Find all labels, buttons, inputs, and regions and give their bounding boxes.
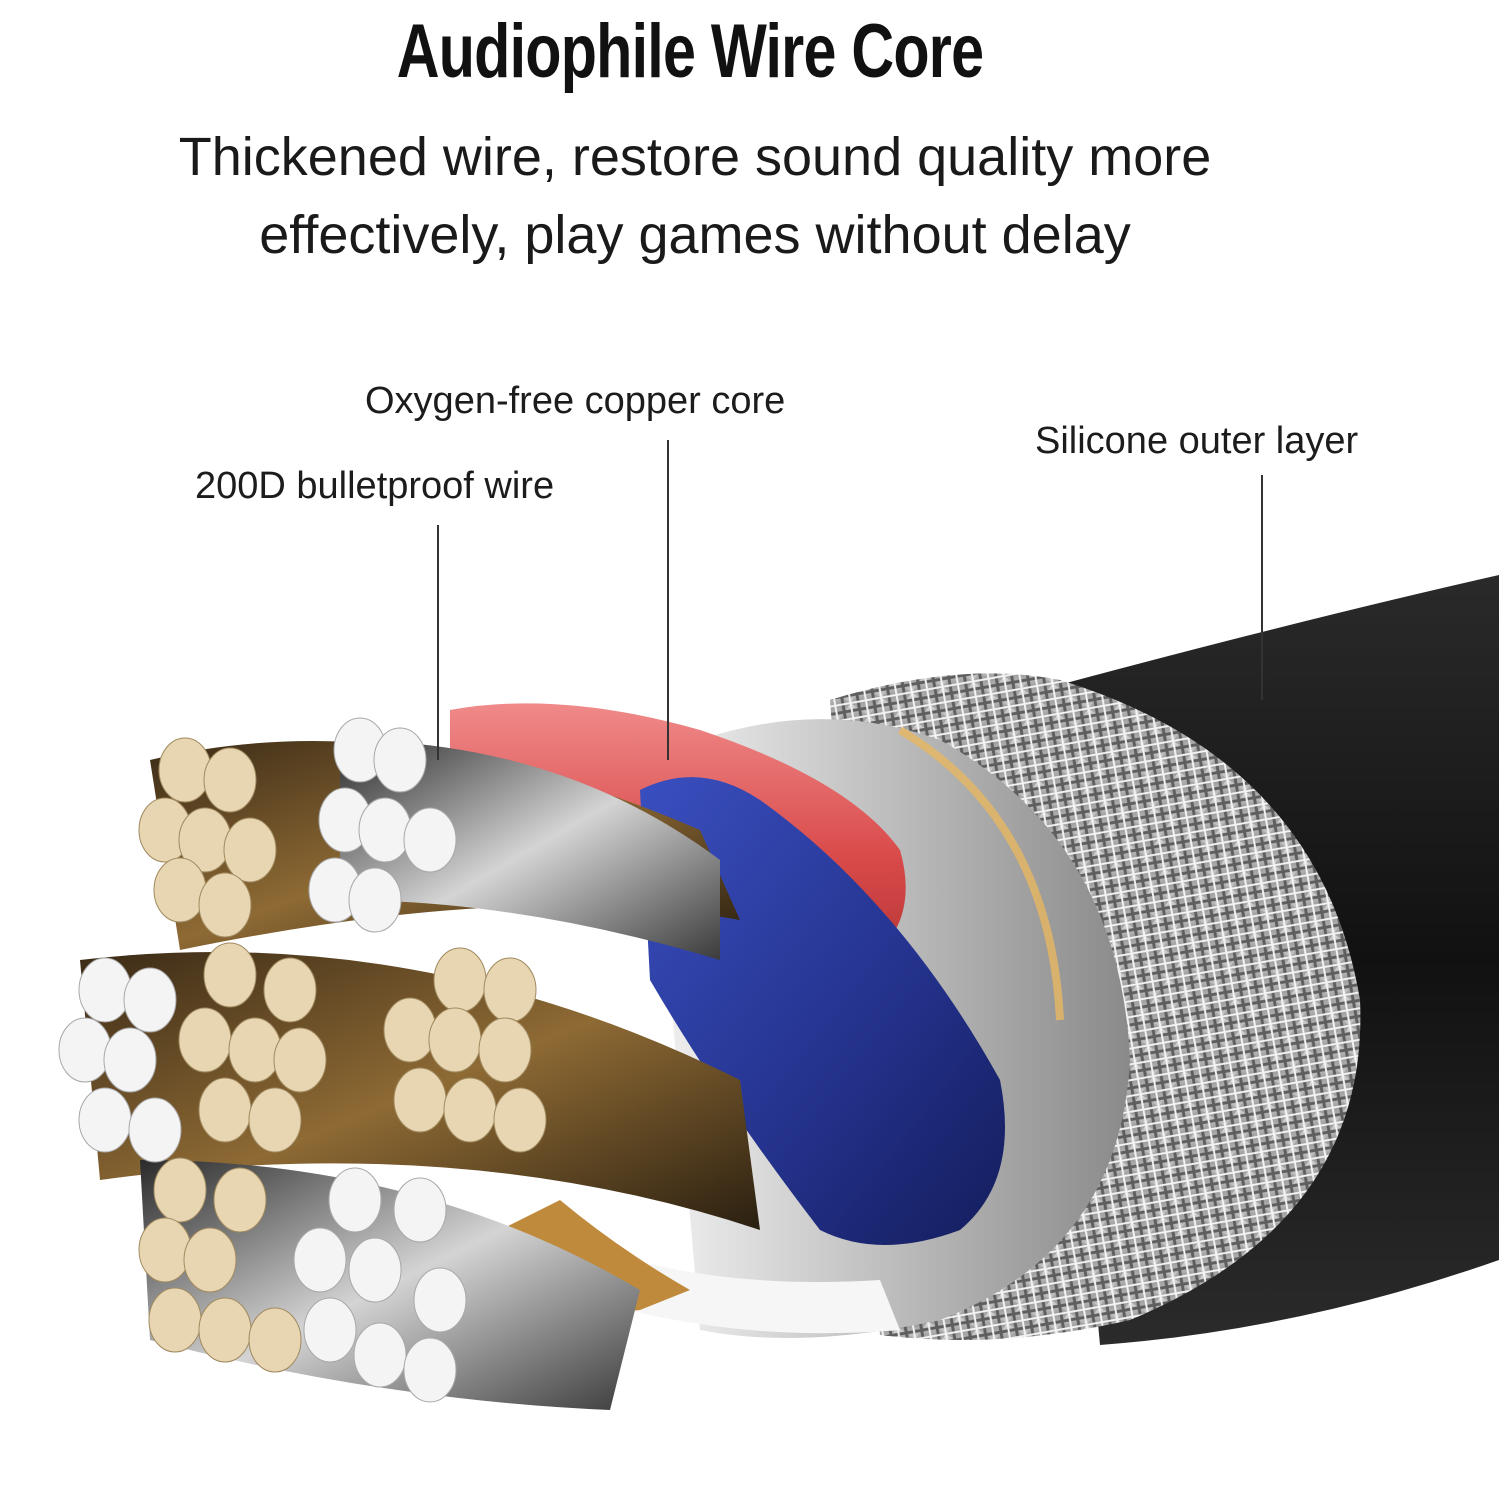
gold-strand-tips [138, 737, 547, 1373]
page-title: Audiophile Wire Core [396, 9, 984, 94]
subtitle-line-2: effectively, play games without delay [259, 205, 1131, 265]
copper-core-label: Oxygen-free copper core [365, 380, 786, 422]
subtitle-line-1: Thickened wire, restore sound quality mo… [178, 127, 1212, 187]
bulletproof-wire-label: 200D bulletproof wire [195, 465, 555, 507]
blue-conductor [640, 777, 1005, 1245]
outer-layer-label: Silicone outer layer [1035, 420, 1359, 462]
page-subtitle: Thickened wire, restore sound quality mo… [130, 118, 1260, 274]
silver-strand-tips [58, 717, 467, 1403]
